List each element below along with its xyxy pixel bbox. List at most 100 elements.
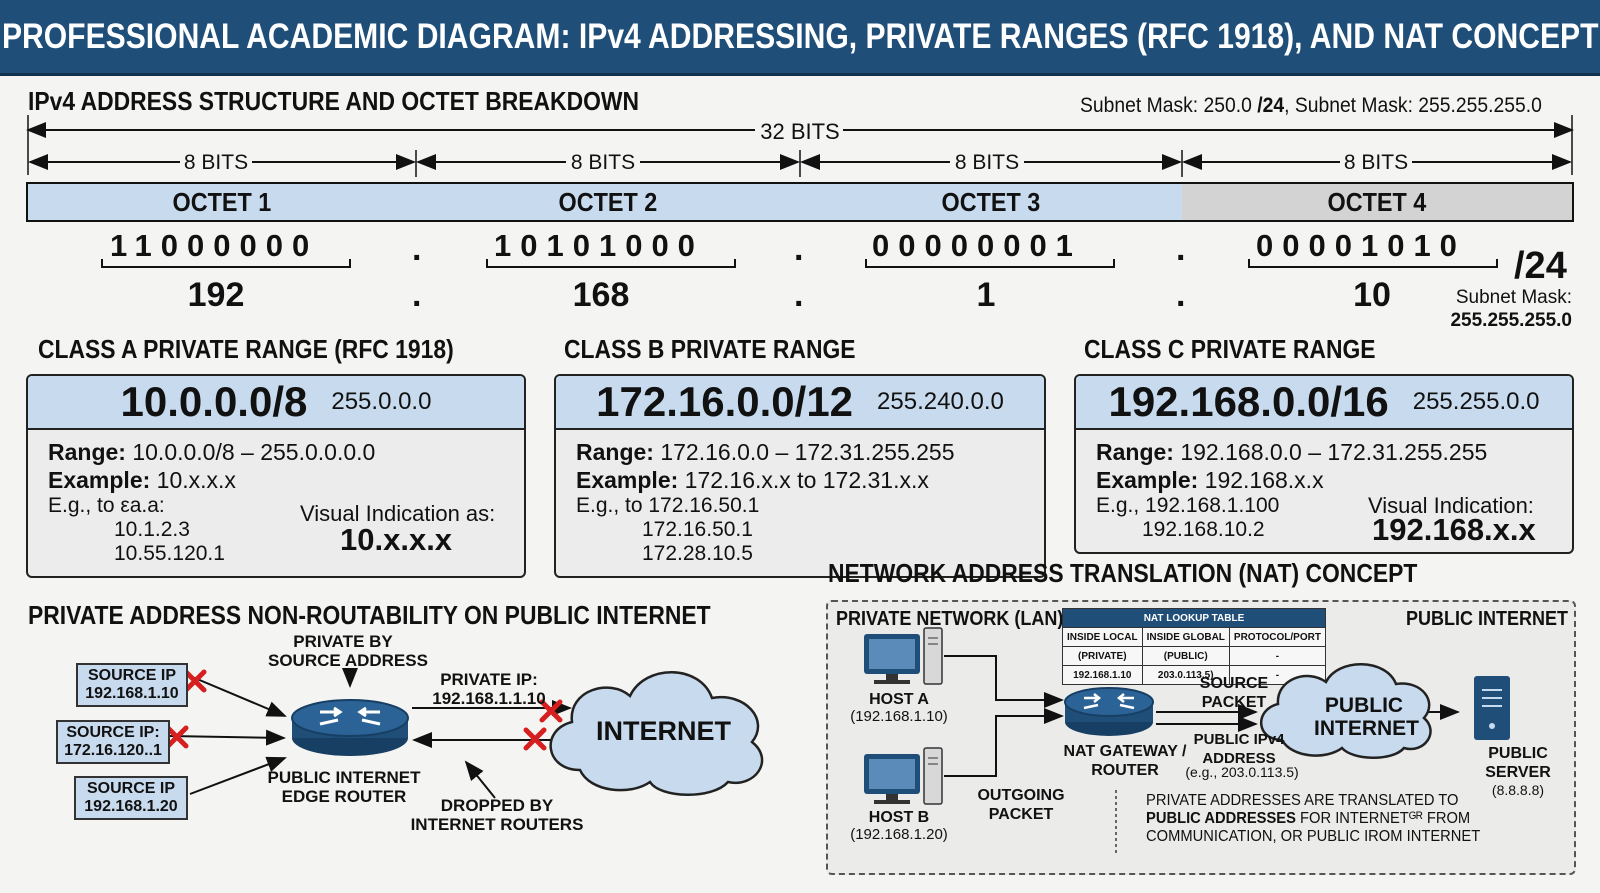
side-mask-value: 255.255.255.0 (1450, 310, 1572, 331)
class-a-eg-2: 10.55.120.1 (114, 542, 225, 565)
dot-decimal-3: . (1176, 276, 1186, 314)
public-server-icon (1474, 676, 1510, 740)
router-top-label: PRIVATE BY SOURCE ADDRESS (268, 632, 428, 670)
nat-cell: 192.168.1.10 (1062, 665, 1143, 685)
class-c-eg-line: E.g., 192.168.1.100 (1096, 494, 1280, 517)
public-internet-cloud-icon (1259, 663, 1432, 759)
octet2-binary: 10101000 (494, 228, 704, 263)
class-c-visual-value: 192.168.x.x (1372, 512, 1536, 547)
binary-brackets (101, 259, 1498, 268)
class-a-header: 10.0.0.0/8 255.0.0.0 (28, 376, 524, 430)
dot-binary-3: . (1176, 230, 1186, 268)
class-a-range-value: 10.0.0.0/8 – 255.0.0.0.0 (132, 439, 376, 465)
title-bar: PROFESSIONAL ACADEMIC DIAGRAM: IPv4 ADDR… (0, 0, 1600, 76)
host-b-computer-icon (864, 747, 943, 805)
class-b-mask: 255.240.0.0 (877, 388, 1004, 415)
class-a-eg-line: E.g., to εa.a: (48, 494, 165, 517)
lan-label: PRIVATE NETWORK (LAN) (836, 608, 1064, 630)
class-a-heading: CLASS A PRIVATE RANGE (RFC 1918) (38, 334, 454, 364)
octet4-decimal: 10 (1353, 276, 1391, 314)
host-a-computer-icon (864, 627, 943, 685)
octet3-header: OCTET 3 (800, 182, 1184, 222)
internet-label: INTERNET (596, 716, 731, 746)
source-ip-2: SOURCE IP: 172.16.120..1 (56, 720, 170, 764)
class-b-header: 172.16.0.0/12 255.240.0.0 (556, 376, 1044, 430)
class-a-visual-label: Visual Indication as: (300, 501, 496, 526)
dot-decimal-1: . (412, 276, 422, 314)
page-title: PROFESSIONAL ACADEMIC DIAGRAM: IPv4 ADDR… (1, 16, 1599, 56)
class-a-body: Range: 10.0.0.0/8 – 255.0.0.0.0 Example:… (28, 430, 524, 574)
nat-heading: NETWORK ADDRESS TRANSLATION (NAT) CONCEP… (828, 558, 1418, 588)
class-c-range-label: Range: (1096, 439, 1174, 465)
class-b-card: 172.16.0.0/12 255.240.0.0 Range: 172.16.… (554, 374, 1046, 578)
class-b-range-value: 172.16.0.0 – 172.31.255.255 (660, 439, 955, 465)
class-b-eg-1: 172.16.50.1 (642, 518, 753, 541)
mask-note-b: , Subnet Mask: 255.255.255.0 (1284, 94, 1542, 117)
nat-col-protocol: PROTOCOL/PORT (1228, 627, 1326, 647)
octet3-bits-label: 8 BITS (954, 151, 1020, 174)
mask-note: Subnet Mask: 250.0 /24, Subnet Mask: 255… (1080, 94, 1542, 118)
nat-note-line-1: PRIVATE ADDRESSES ARE TRANSLATED TO (1146, 792, 1459, 809)
class-b-eg-line: E.g., to 172.16.50.1 (576, 494, 760, 517)
octet1-bits-label: 8 BITS (183, 151, 249, 174)
octet1-decimal: 192 (187, 276, 245, 314)
routability-heading: PRIVATE ADDRESS NON-ROUTABILITY ON PUBLI… (28, 600, 711, 630)
class-a-example-label: Example: (48, 467, 151, 493)
class-a-range-label: Range: (48, 439, 126, 465)
nat-note-line-2: FOR INTERNETᴳᴿ FROM (1295, 810, 1471, 827)
total-bits-label: 32 BITS (760, 119, 840, 144)
source-ip-1: SOURCE IP 192.168.1.10 (76, 663, 188, 707)
internet-cloud-icon (549, 671, 764, 796)
cloud-label: PUBLIC INTERNET (1314, 694, 1419, 740)
class-c-example-label: Example: (1096, 467, 1199, 493)
drop-marks (165, 669, 563, 751)
octet1-binary: 11000000 (110, 228, 319, 263)
nat-gateway-label: NAT GATEWAY / ROUTER (1063, 743, 1187, 779)
router-bottom-label: PUBLIC INTERNET EDGE ROUTER (267, 768, 421, 806)
octet3-decimal: 1 (976, 276, 996, 314)
source-packet-label: SOURCE PACKET (1199, 675, 1269, 711)
class-c-eg-1: 192.168.10.2 (1142, 518, 1265, 541)
class-b-network: 172.16.0.0/12 (596, 378, 854, 425)
routability-diagram (165, 668, 764, 799)
octet1-name: OCTET 1 (172, 186, 272, 217)
nat-table-title: NAT LOOKUP TABLE (1062, 608, 1326, 628)
class-b-heading: CLASS B PRIVATE RANGE (564, 334, 856, 364)
host-a-label: HOST A (869, 691, 929, 708)
class-c-network: 192.168.0.0/16 (1108, 378, 1389, 425)
class-c-header: 192.168.0.0/16 255.255.0.0 (1076, 376, 1572, 430)
dot-decimal-2: . (794, 276, 804, 314)
prefix-length: /24 (1514, 245, 1567, 287)
class-b-range-label: Range: (576, 439, 654, 465)
source-ip-3: SOURCE IP 192.168.1.20 (74, 776, 188, 820)
class-a-network: 10.0.0.0/8 (120, 378, 308, 425)
octet2-header: OCTET 2 (416, 182, 802, 222)
bit-dimension-arrows (26, 115, 1574, 177)
mask-note-prefix: /24 (1257, 94, 1285, 117)
class-a-mask: 255.0.0.0 (331, 388, 432, 415)
private-ip-label: PRIVATE IP: 192.168.1.1.10 (432, 670, 546, 708)
class-b-example-label: Example: (576, 467, 679, 493)
public-ipv4-label: PUBLIC IPv4 ADDRESS (1193, 731, 1285, 767)
class-c-body: Range: 192.168.0.0 – 172.31.255.255 Exam… (1076, 430, 1572, 550)
class-c-visual-label: Visual Indication: (1368, 493, 1534, 518)
octet2-name: OCTET 2 (558, 186, 658, 217)
public-internet-label: PUBLIC INTERNET (1406, 608, 1568, 630)
nat-cell: (PUBLIC) (1141, 646, 1230, 666)
host-b-ip: (192.168.1.20) (850, 826, 948, 843)
octet4-header: OCTET 4 (1182, 182, 1574, 222)
class-b-example-value: 172.16.x.x to 172.31.x.x (684, 467, 929, 493)
octet2-decimal: 168 (572, 276, 630, 314)
public-server-ip: (8.8.8.8) (1491, 782, 1545, 798)
class-c-heading: CLASS C PRIVATE RANGE (1084, 334, 1376, 364)
dot-binary-2: . (794, 230, 804, 268)
class-b-eg-2: 172.28.10.5 (642, 542, 753, 565)
class-a-visual-value: 10.x.x.x (340, 522, 453, 557)
nat-note-bold: PUBLIC ADDRESSES (1146, 810, 1296, 827)
octet4-bits-label: 8 BITS (1343, 151, 1409, 174)
class-a-example-value: 10.x.x.x (156, 467, 236, 493)
octet3-binary: 00000001 (872, 228, 1082, 263)
side-mask-label: Subnet Mask: (1455, 287, 1572, 308)
host-a-ip: (192.168.1.10) (850, 708, 948, 725)
octet4-binary: 00001010 (1256, 228, 1466, 263)
